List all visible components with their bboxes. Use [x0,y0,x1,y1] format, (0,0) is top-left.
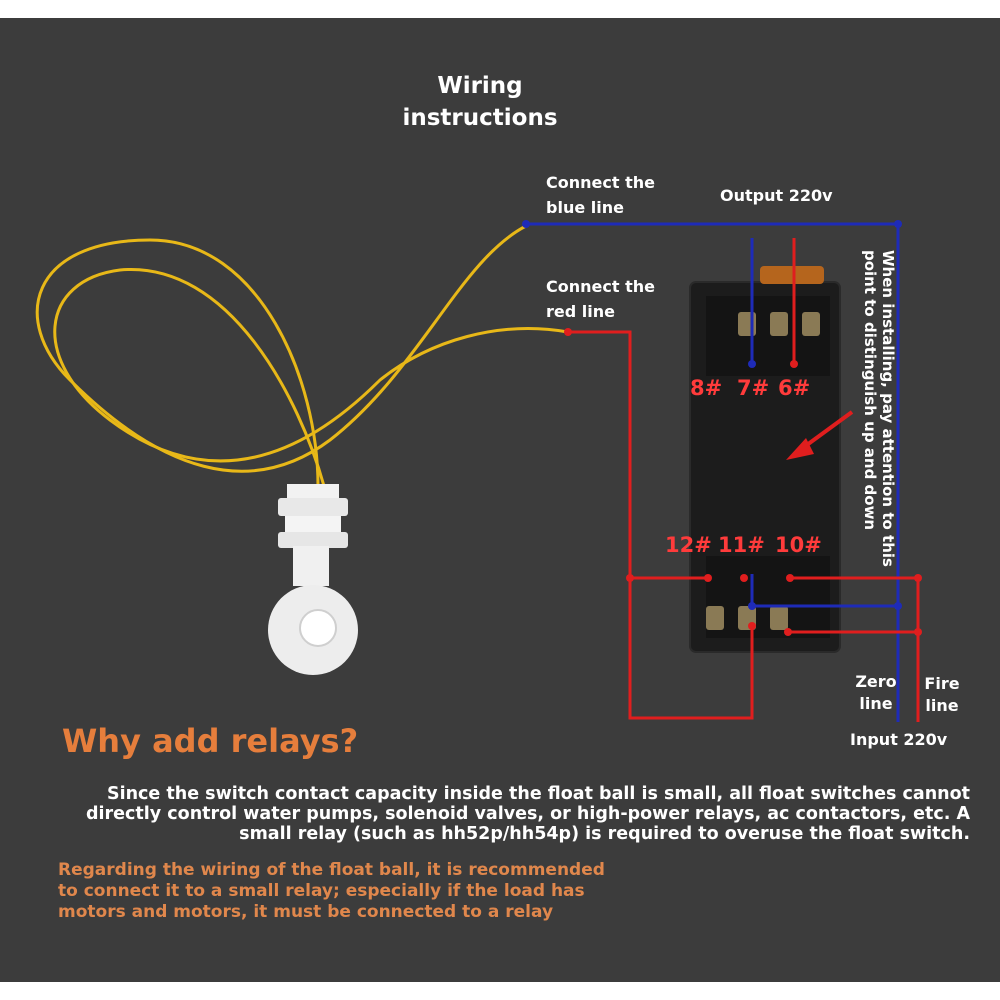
relay-explanation: Since the switch contact capacity inside… [86,784,970,844]
pin-8-label: 8# [690,376,723,400]
float-switch-wires [35,224,569,487]
input-label: Input 220v [850,730,948,749]
relay-heading: Why add relays? [62,722,359,760]
orientation-arrow [786,410,854,460]
pin-7-label: 7# [737,376,770,400]
pin-11-label: 11# [718,533,765,557]
connect-blue-label: Connect the blue line [546,173,655,217]
diagram-title: Wiring instructions [402,73,558,131]
pin-6-label: 6# [778,376,811,400]
wiring-recommendation: Regarding the wiring of the float ball, … [58,860,605,922]
pin-10-label: 10# [775,533,822,557]
connect-red-label: Connect the red line [546,277,655,321]
connection-dots [522,220,922,636]
float-switch [268,484,358,675]
pin-12-label: 12# [665,533,712,557]
install-note: When installing, pay attention to this p… [861,250,897,567]
fire-line-label: Fire line [924,674,960,715]
relay-socket [689,266,841,653]
output-label: Output 220v [720,186,833,205]
zero-line-label: Zero line [855,672,897,713]
